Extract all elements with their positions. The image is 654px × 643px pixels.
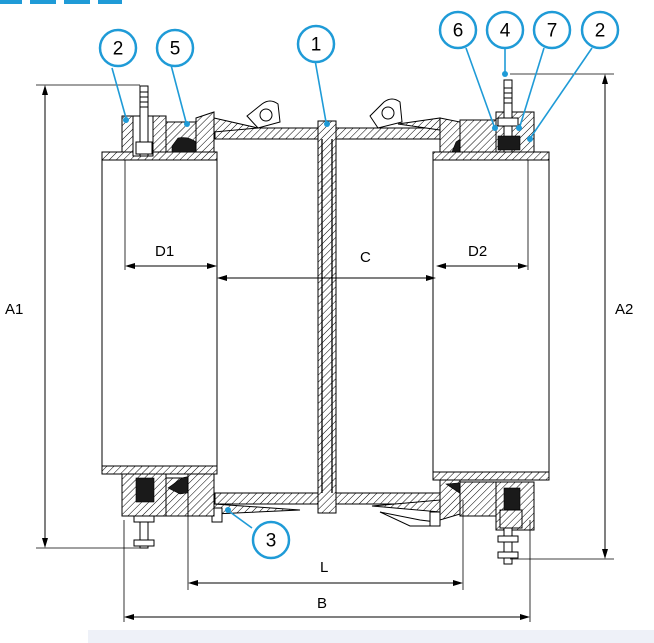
svg-text:3: 3 [266,531,277,552]
left-top-flange [121,85,215,157]
callout-3: 3 [251,520,291,560]
right-bottom-flange [439,479,535,565]
svg-text:5: 5 [170,39,181,60]
right-pipe [432,151,550,481]
dim-label-d1: D1 [155,243,174,260]
bottom-lugs [211,499,441,527]
dim-label-l: L [320,559,328,576]
callout-2-left: 2 [98,28,138,68]
svg-text:7: 7 [547,21,558,42]
callout-2-right: 2 [580,10,620,50]
callout-5: 5 [155,28,195,68]
svg-text:2: 2 [595,21,606,42]
footer-bar [88,630,654,643]
leader-lines [111,47,593,529]
callout-6: 6 [438,10,478,50]
top-lugs [213,98,441,133]
svg-text:1: 1 [311,35,322,56]
dim-label-a2: A2 [615,301,633,318]
dimension-labels: A1 A2 D1 C D2 L B [5,243,633,612]
left-pipe [101,151,218,475]
dim-label-d2: D2 [468,243,487,260]
callout-4: 4 [485,10,525,50]
header-dashes [0,0,122,4]
dim-label-b: B [317,595,327,612]
right-top-flange [439,79,535,153]
left-bottom-flange [121,473,215,549]
svg-text:4: 4 [500,21,511,42]
dim-label-a1: A1 [5,301,23,318]
callout-1: 1 [296,24,336,64]
svg-text:2: 2 [113,39,124,60]
callout-7: 7 [532,10,572,50]
dimension-lines [36,73,614,622]
svg-text:6: 6 [453,21,464,42]
center-sleeve [214,120,446,514]
dim-label-c: C [360,249,371,266]
